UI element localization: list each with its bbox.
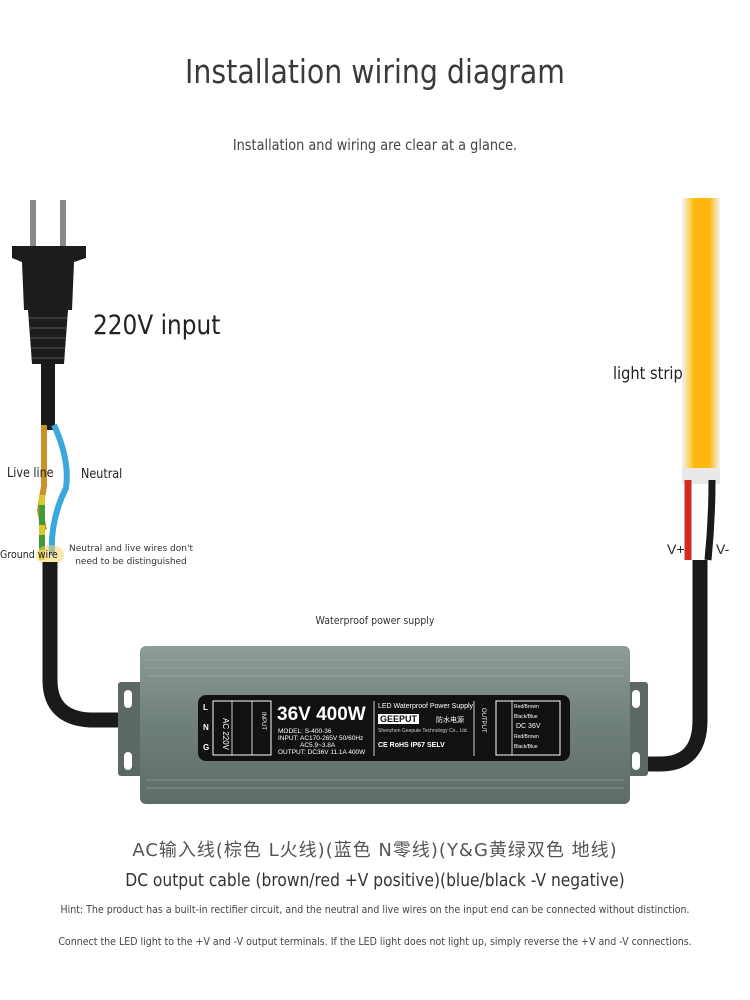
certifications: CE RoHS IP67 SELV <box>378 742 445 749</box>
neutral-label: Neutral <box>81 467 123 482</box>
black-wire <box>704 479 716 561</box>
dc-out: DC 36V <box>516 723 541 730</box>
live-line-label: Live line <box>7 466 54 481</box>
input-cable <box>42 562 150 728</box>
model-big: 36V 400W <box>277 704 366 725</box>
v-plus-label: V+ <box>667 541 685 557</box>
plug-icon <box>12 200 86 364</box>
terminal-l: L <box>203 703 208 712</box>
no-distinguish-note: Neutral and live wires don't need to be … <box>69 544 193 567</box>
ac-input-note-cn: AC输入线(棕色 L火线)(蓝色 N零线)(Y&G黄绿双色 地线) <box>132 840 618 861</box>
input-tag: INPUT <box>260 712 266 730</box>
diagram-title: Installation wiring diagram <box>185 52 565 91</box>
product-name: LED Waterproof Power Supply <box>378 703 474 710</box>
light-strip-label: light strip <box>613 364 683 384</box>
connect-note: Connect the LED light to the +V and -V o… <box>58 935 692 948</box>
power-supply-label: Waterproof power supply <box>315 614 435 627</box>
output-spec: OUTPUT: DC36V 11.1A 400W <box>278 749 366 756</box>
terminal-g: G <box>203 743 210 752</box>
brand-logo: GEEPUT <box>378 714 420 724</box>
out-neg-2: Black/Blue <box>514 744 538 750</box>
output-cable <box>615 560 708 772</box>
dc-output-note: DC output cable (brown/red +V positive)(… <box>125 870 625 891</box>
out-neg-1: Black/Blue <box>514 714 538 720</box>
out-pos-1: Red/Brown <box>514 704 539 710</box>
light-strip-icon <box>682 198 720 484</box>
input-spec: INPUT: AC170-265V 50/60Hz <box>278 735 364 742</box>
hint-note: Hint: The product has a built-in rectifi… <box>60 903 690 916</box>
out-pos-2: Red/Brown <box>514 734 539 740</box>
diagram-subtitle: Installation and wiring are clear at a g… <box>232 136 518 154</box>
terminal-n: N <box>203 723 209 732</box>
blue-wire <box>48 423 70 556</box>
input-current: AC5.9~3.8A <box>300 742 336 749</box>
power-supply-device <box>118 646 648 804</box>
output-tag: OUTPUT <box>480 708 486 733</box>
brand-cn: 防水电源 <box>436 717 464 724</box>
company-name: Shenzhen Geepute Technology Co., Ltd. <box>378 728 468 734</box>
model-text: MODEL: S-400-36 <box>278 728 332 735</box>
ground-wire-label: Ground wire <box>0 548 58 561</box>
v-minus-label: V- <box>716 541 730 557</box>
ac-block: AC 220V <box>221 718 230 751</box>
input-label: 220V input <box>93 310 221 341</box>
